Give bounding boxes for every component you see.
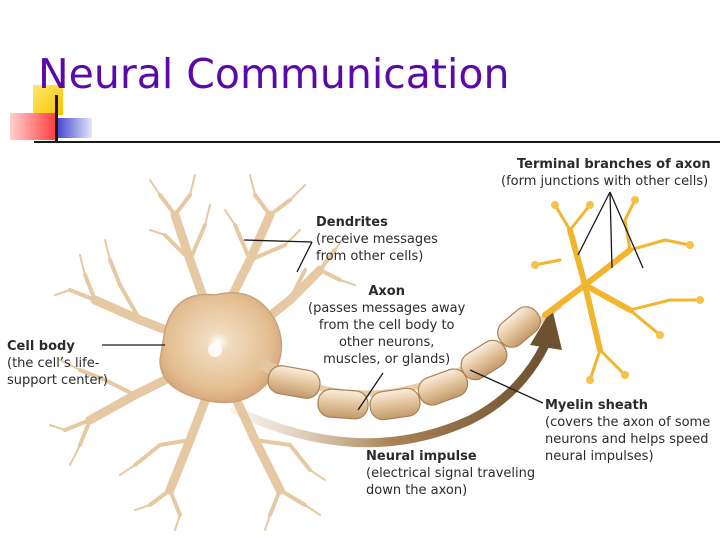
- label-terminal-title: Terminal branches of axon: [517, 157, 711, 172]
- label-myelin-desc-1: (covers the axon of some: [545, 415, 711, 430]
- label-axon-desc-4: muscles, or glands): [323, 352, 451, 367]
- label-dendrites-title: Dendrites: [316, 215, 388, 230]
- label-dendrites-desc-2: from other cells): [316, 249, 424, 264]
- myelin-sheath: [267, 306, 541, 421]
- label-myelin-desc-2: neurons and helps speed: [545, 432, 709, 447]
- leader-lines: [102, 191, 644, 411]
- label-cell-body: Cell body (the cell’s life- support cent…: [7, 338, 108, 389]
- label-cellbody-title: Cell body: [7, 339, 75, 354]
- label-myelin-desc-3: neural impulses): [545, 449, 654, 464]
- label-axon-desc-3: other neurons,: [338, 335, 435, 350]
- label-axon-title: Axon: [368, 284, 405, 299]
- label-dendrites-desc-1: (receive messages: [316, 232, 438, 247]
- decor-square-blue: [55, 118, 92, 138]
- label-myelin-sheath: Myelin sheath (covers the axon of some n…: [545, 397, 710, 465]
- label-axon-desc-2: from the cell body to: [318, 318, 455, 333]
- label-neural-impulse: Neural impulse (electrical signal travel…: [366, 448, 535, 499]
- label-impulse-desc-2: down the axon): [366, 483, 468, 498]
- label-impulse-title: Neural impulse: [366, 449, 477, 464]
- label-dendrites: Dendrites (receive messages from other c…: [316, 214, 438, 265]
- decor-square-red: [10, 113, 55, 140]
- title-rule: [34, 141, 720, 143]
- decor-square-yellow: [33, 85, 63, 115]
- label-axon: Axon (passes messages away from the cell…: [308, 283, 465, 368]
- title-rule-vertical: [55, 95, 58, 143]
- label-cellbody-desc-2: support center): [7, 373, 108, 388]
- label-terminal-branches: Terminal branches of axon (form junction…: [501, 156, 711, 190]
- label-impulse-desc-1: (electrical signal traveling: [366, 466, 536, 481]
- label-cellbody-desc-1: (the cell’s life-: [7, 356, 100, 371]
- impulse-arrow: [230, 308, 562, 448]
- label-axon-desc-1: (passes messages away: [308, 301, 466, 316]
- label-myelin-title: Myelin sheath: [545, 398, 648, 413]
- slide-title: Neural Communication: [38, 50, 510, 98]
- terminal-branches: [531, 196, 704, 384]
- label-terminal-desc-1: (form junctions with other cells): [501, 174, 709, 189]
